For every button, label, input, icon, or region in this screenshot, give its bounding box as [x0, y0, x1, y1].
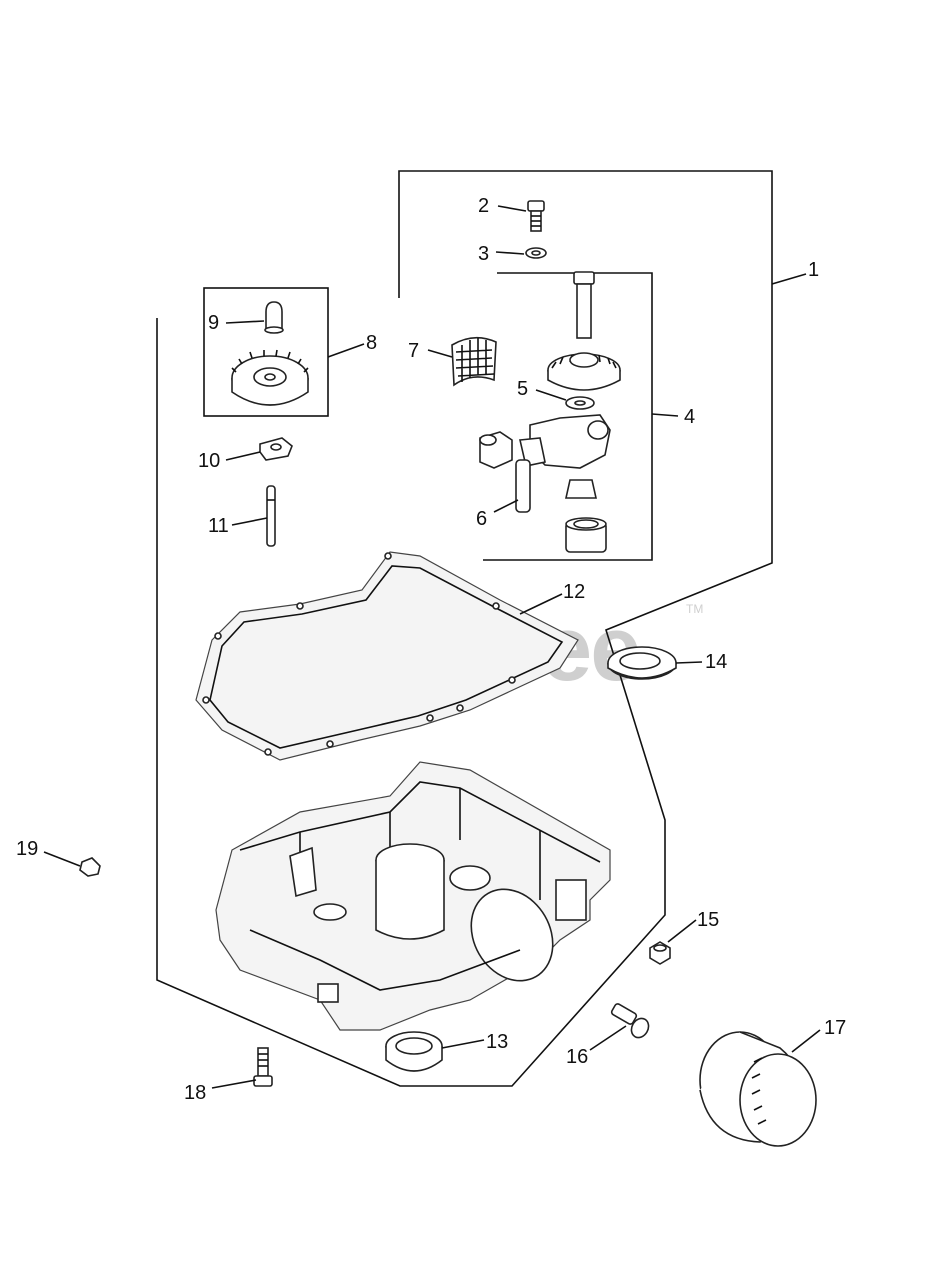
label-part-18: 18: [184, 1082, 206, 1104]
clip-part-10: [259, 437, 293, 461]
group-outline-8: [203, 287, 329, 417]
washer-part-3: [525, 247, 547, 259]
governor-gear-part-8: [231, 349, 309, 406]
drain-fitting-part-16: [610, 1003, 650, 1039]
plug-part-19: [79, 857, 101, 877]
oil-filter-part-17: [699, 1031, 817, 1147]
label-part-13: 13: [486, 1031, 508, 1053]
label-part-7: 7: [408, 340, 419, 362]
washer-part-5: [565, 396, 595, 410]
label-part-14: 14: [705, 651, 727, 673]
label-part-1: 1: [808, 259, 819, 281]
label-part-11: 11: [208, 515, 229, 537]
label-part-3: 3: [478, 243, 489, 265]
label-part-4: 4: [684, 406, 695, 428]
oil-pump-assembly-part-4: [479, 271, 621, 553]
seal-part-13: [385, 1031, 443, 1072]
label-part-17: 17: [824, 1017, 846, 1039]
shaft-part-11: [266, 485, 276, 547]
label-part-2: 2: [478, 195, 489, 217]
group-outline-4: [483, 272, 653, 561]
gasket-part-12: [195, 551, 579, 761]
label-part-10: 10: [198, 450, 220, 472]
pin-part-9: [264, 301, 284, 334]
bolt-part-2: [527, 200, 545, 232]
bolt-part-18: [253, 1047, 273, 1087]
crankcase-cover: [215, 761, 611, 1031]
watermark-tm: TM: [686, 602, 703, 616]
label-part-15: 15: [697, 909, 719, 931]
label-part-8: 8: [366, 332, 377, 354]
plug-part-15: [649, 941, 671, 965]
label-part-19: 19: [16, 838, 38, 860]
leader-lines: [43, 205, 821, 1089]
label-part-16: 16: [566, 1046, 588, 1068]
label-part-12: 12: [563, 581, 585, 603]
label-part-6: 6: [476, 508, 487, 530]
seal-part-14: [607, 646, 677, 680]
group-outline-1: [156, 170, 773, 1087]
label-part-9: 9: [208, 312, 219, 334]
screen-part-7: [451, 336, 497, 387]
label-part-5: 5: [517, 378, 528, 400]
